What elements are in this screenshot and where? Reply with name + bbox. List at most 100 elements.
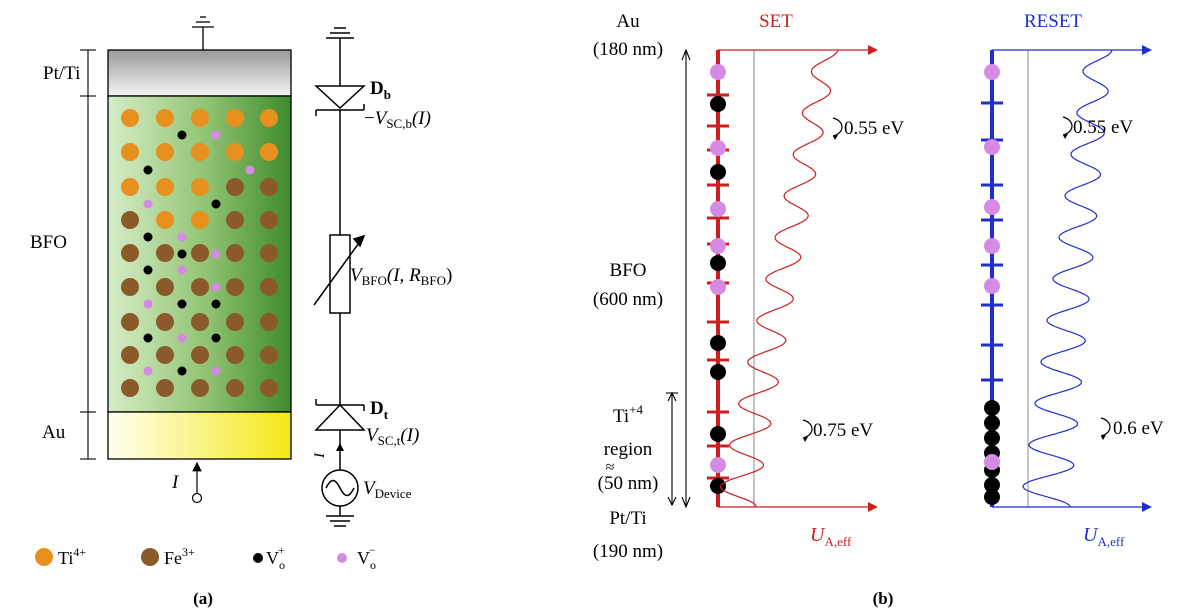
fe-ion [191,313,209,331]
diode-t-voltage: VSC,t(I) [366,425,419,448]
oxygen-vacancy-minus [143,299,153,309]
set-barrier-bottom: 0.75 eV [813,420,873,441]
circuit [313,27,366,527]
oxygen-vacancy-plus [177,299,187,309]
oxygen-vacancy-minus [984,278,1000,294]
fe-ion [226,278,244,296]
ti-ion [260,109,278,127]
ti-ion [121,109,139,127]
fe-ion [191,346,209,364]
legend-vo-minus-label: Vo− [357,543,376,572]
au-layer [107,411,292,460]
fe-ion [191,244,209,262]
ti-ion [226,109,244,127]
fe-ion [191,278,209,296]
ti-ion [156,143,174,161]
set-bottom-curl-icon-head [803,437,808,442]
oxygen-vacancy-minus [984,139,1000,155]
label-au: Au [616,11,640,32]
ti-ion [260,143,278,161]
diode-t-label: Dt [370,398,389,422]
label-ti-thickness: (50 nm) [598,473,659,494]
oxygen-vacancy-plus [177,366,187,376]
oxygen-vacancy-plus [143,232,153,242]
oxygen-vacancy-plus [984,400,1000,416]
oxygen-vacancy-minus [710,238,726,254]
oxygen-vacancy-minus [211,249,221,259]
side-current-label: I [312,452,328,459]
axis-arrow-icon [868,45,878,55]
fe-ion [260,211,278,229]
fe-ion [121,346,139,364]
fe-ion [191,379,209,397]
reset-top-curl-icon-head [1063,134,1068,139]
label-pt: Pt/Ti [609,508,646,529]
oxygen-vacancy-plus [984,477,1000,493]
label-bfo-thickness: (600 nm) [593,289,663,310]
fe-ion [260,278,278,296]
source-label: VDevice [363,478,412,501]
oxygen-vacancy-minus [984,454,1000,470]
reset-title: RESET [1024,11,1082,32]
oxygen-vacancy-plus [710,364,726,380]
oxygen-vacancy-plus [143,333,153,343]
set-top-curl-icon [832,117,843,137]
set-plot [707,45,878,512]
fe-ion [156,244,174,262]
fe-ion [260,178,278,196]
fe-ion [156,278,174,296]
ti-ion [121,178,139,196]
fe-ion [260,244,278,262]
label-au-thickness: (180 nm) [593,39,663,60]
diode-b-icon [314,85,366,110]
set-top-curl-icon-head [833,135,838,140]
label-bfo: BFO [610,260,647,281]
layer-label-pt-ti: Pt/Ti [43,63,80,84]
panel-b-label: (b) [873,589,894,608]
diode-b-voltage: −VSC,b(I) [364,108,431,131]
reset-bottom-curl-icon [1100,417,1111,437]
ti-ion [191,211,209,229]
axis-arrow-icon [1142,502,1152,512]
fe-ion [121,313,139,331]
fe-ion [156,379,174,397]
legend-ti-label: Ti4+ [58,545,86,568]
label-pt-thickness: (190 nm) [593,541,663,562]
oxygen-vacancy-minus [710,64,726,80]
pt-ti-layer [107,49,292,97]
fe-ion [156,313,174,331]
reset-top-curl-icon [1062,116,1073,136]
ti-ion [191,178,209,196]
oxygen-vacancy-plus [984,415,1000,431]
legend-fe-label: Fe3+ [164,545,195,568]
oxygen-vacancy-minus [143,366,153,376]
diode-t-icon [314,403,366,431]
oxygen-vacancy-plus [143,165,153,175]
fe-ion [121,211,139,229]
oxygen-vacancy-plus [710,164,726,180]
fe-ion [226,178,244,196]
axis-arrow-icon [1142,45,1152,55]
resistor-voltage: VBFO(I, RBFO) [350,265,452,288]
oxygen-vacancy-plus [177,130,187,140]
particle-group [121,109,278,397]
legend-vo-plus-icon [253,553,263,563]
axis-arrow-icon [868,502,878,512]
fe-ion [226,313,244,331]
resistor-icon [329,234,351,314]
ti-ion [191,109,209,127]
oxygen-vacancy-plus [984,489,1000,505]
fe-ion [121,278,139,296]
reset-barrier-top: 0.55 eV [1073,117,1133,138]
panel-a-label: (a) [193,589,213,608]
oxygen-vacancy-minus [245,165,255,175]
oxygen-vacancy-plus [710,96,726,112]
oxygen-vacancy-minus [710,457,726,473]
set-barrier-top: 0.55 eV [844,118,904,139]
oxygen-vacancy-minus [211,366,221,376]
oxygen-vacancy-minus [143,199,153,209]
fe-ion [226,244,244,262]
ti-ion [121,143,139,161]
oxygen-vacancy-plus [710,478,726,494]
oxygen-vacancy-plus [710,335,726,351]
